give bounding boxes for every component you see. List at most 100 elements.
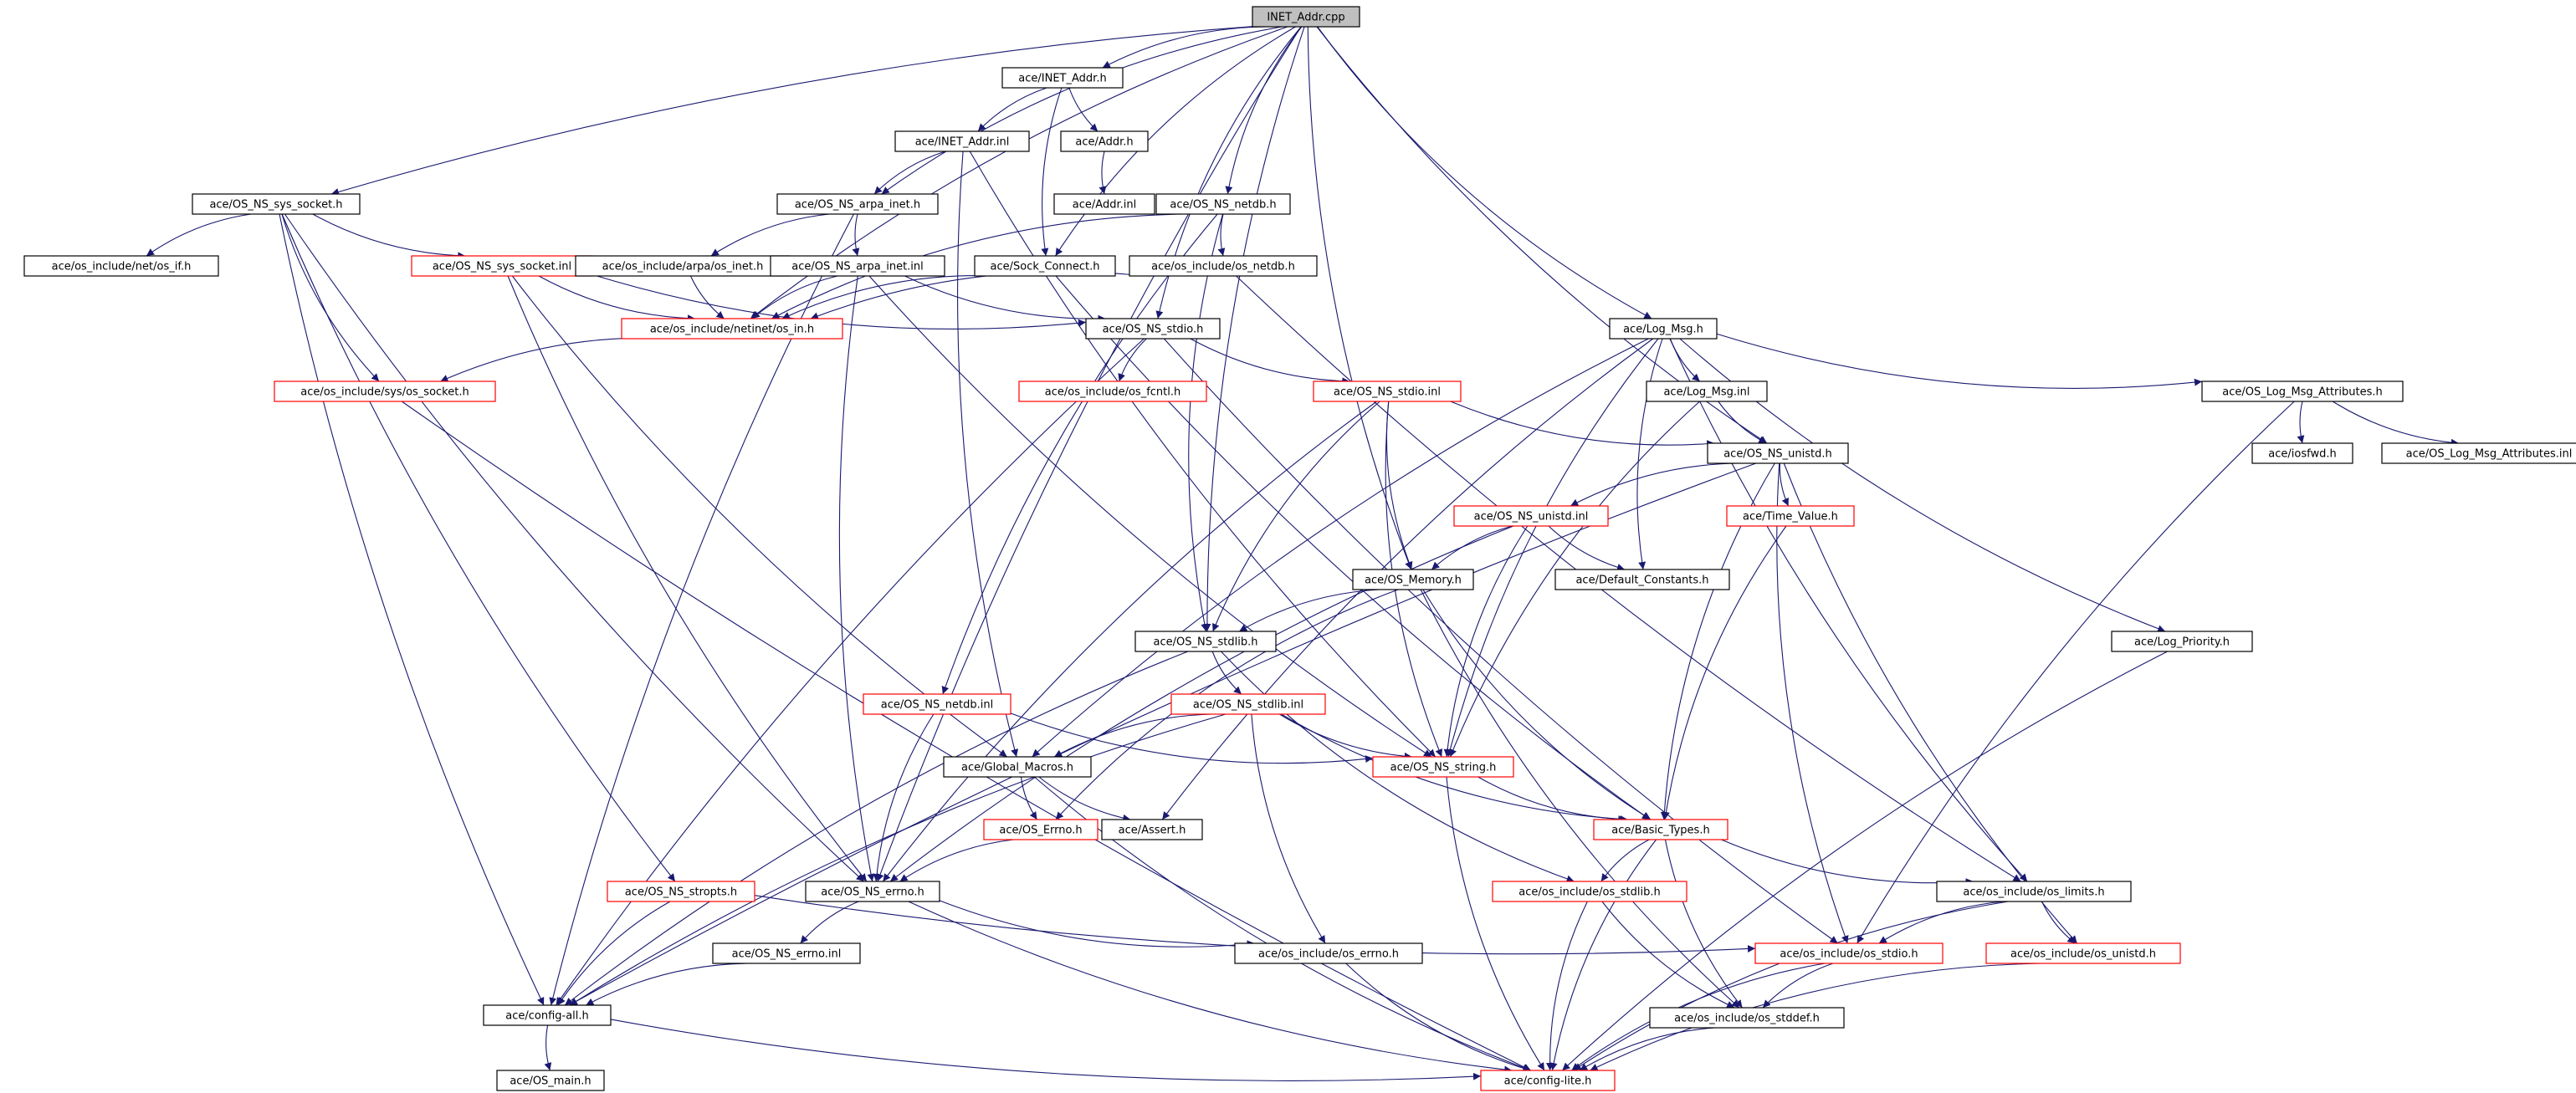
node-label: ace/OS_NS_netdb.h: [1170, 199, 1276, 212]
edge-n16-to-n28: [1636, 338, 1663, 570]
node-box: [496, 1070, 605, 1091]
node-box: [1609, 318, 1718, 340]
edge-n0-to-n29: [1203, 26, 1305, 632]
node-label: ace/OS_Errno.h: [999, 825, 1082, 837]
node-ace-time-value-h[interactable]: ace/Time_Value.h: [1726, 505, 1855, 527]
node-ace-os-include-os-limits-h[interactable]: ace/os_include/os_limits.h: [1936, 881, 2132, 902]
node-ace-os-include-sys-os-socket-h[interactable]: ace/os_include/sys/os_socket.h: [274, 381, 496, 402]
node-ace-os-ns-arpa-inet-h[interactable]: ace/OS_NS_arpa_inet.h: [776, 193, 939, 215]
edge-n25-to-n28: [1548, 525, 1626, 571]
node-ace-os-ns-netdb-h[interactable]: ace/OS_NS_netdb.h: [1155, 193, 1291, 215]
node-label: ace/Global_Macros.h: [961, 762, 1073, 774]
node-ace-os-ns-stropts-h[interactable]: ace/OS_NS_stropts.h: [607, 881, 755, 902]
edge-n15-to-n44: [1163, 338, 1838, 944]
edge-n42-to-n46: [586, 963, 748, 1006]
node-ace-os-ns-errno-h[interactable]: ace/OS_NS_errno.h: [805, 881, 940, 902]
edge-n37-to-n47: [1664, 839, 1743, 1009]
node-box: [2111, 631, 2253, 652]
node-ace-config-lite-h[interactable]: ace/config-lite.h: [1480, 1070, 1616, 1091]
node-ace-config-all-h[interactable]: ace/config-all.h: [483, 1004, 612, 1026]
node-ace-addr-inl[interactable]: ace/Addr.inl: [1053, 193, 1155, 215]
node-ace-os-ns-unistd-h[interactable]: ace/OS_NS_unistd.h: [1707, 442, 1849, 464]
node-ace-log-priority-h[interactable]: ace/Log_Priority.h: [2111, 631, 2253, 652]
node-inet-addr-cpp[interactable]: INET_Addr.cpp: [1252, 6, 1360, 28]
node-ace-os-ns-string-h[interactable]: ace/OS_NS_string.h: [1372, 756, 1514, 778]
node-box: [1085, 318, 1221, 340]
node-label: ace/os_include/net/os_if.h: [52, 261, 192, 273]
edge-n39-to-n42: [800, 901, 859, 944]
node-ace-os-include-os-netdb-h[interactable]: ace/os_include/os_netdb.h: [1129, 255, 1318, 277]
node-ace-os-errno-h[interactable]: ace/OS_Errno.h: [983, 819, 1099, 840]
node-box: [1593, 819, 1728, 840]
edge-n30-to-n49: [1561, 651, 2168, 1071]
node-label: ace/Addr.h: [1075, 136, 1133, 149]
node-ace-os-include-os-fcntl-h[interactable]: ace/os_include/os_fcntl.h: [1018, 381, 1207, 402]
node-box: [411, 255, 593, 277]
node-box: [770, 255, 945, 277]
node-box: [1053, 193, 1155, 215]
node-box: [974, 255, 1116, 277]
node-ace-os-ns-stdio-inl[interactable]: ace/OS_NS_stdio.inl: [1313, 381, 1462, 402]
node-ace-global-macros-h[interactable]: ace/Global_Macros.h: [943, 756, 1092, 778]
edge-n22-to-n45: [1783, 462, 2078, 944]
node-ace-os-ns-stdlib-h[interactable]: ace/OS_NS_stdlib.h: [1134, 631, 1277, 652]
node-ace-default-constants-h[interactable]: ace/Default_Constants.h: [1554, 569, 1730, 590]
node-ace-os-ns-sys-socket-inl[interactable]: ace/OS_NS_sys_socket.inl: [411, 255, 593, 277]
node-ace-sock-connect-h[interactable]: ace/Sock_Connect.h: [974, 255, 1116, 277]
node-ace-os-ns-errno-inl[interactable]: ace/OS_NS_errno.inl: [712, 942, 861, 964]
node-label: ace/OS_main.h: [510, 1075, 591, 1088]
node-ace-os-ns-stdlib-inl[interactable]: ace/OS_NS_stdlib.inl: [1170, 693, 1326, 715]
node-label: ace/OS_NS_stdlib.inl: [1193, 699, 1303, 712]
node-box: [1134, 631, 1277, 652]
node-ace-os-include-os-errno-h[interactable]: ace/os_include/os_errno.h: [1234, 942, 1423, 964]
node-ace-os-include-os-unistd-h[interactable]: ace/os_include/os_unistd.h: [1985, 942, 2181, 964]
node-box: [2251, 442, 2353, 464]
node-ace-os-include-os-stdio-h[interactable]: ace/os_include/os_stdio.h: [1754, 942, 1944, 964]
edge-n12-to-n37: [1055, 275, 1651, 820]
node-label: ace/Sock_Connect.h: [991, 261, 1100, 273]
edge-n37-to-n41: [1721, 839, 1974, 886]
node-ace-inet-addr-h[interactable]: ace/INET_Addr.h: [1001, 67, 1124, 89]
node-ace-os-ns-netdb-inl[interactable]: ace/OS_NS_netdb.inl: [863, 693, 1011, 715]
edge-n0-to-n1: [1102, 26, 1267, 69]
node-box: [607, 881, 755, 902]
node-ace-addr-h[interactable]: ace/Addr.h: [1060, 130, 1149, 152]
node-ace-os-include-netinet-os-in-h[interactable]: ace/os_include/netinet/os_in.h: [621, 318, 843, 340]
edge-n39-to-n49: [908, 901, 1513, 1074]
node-ace-basic-types-h[interactable]: ace/Basic_Types.h: [1593, 819, 1728, 840]
edge-n16-to-n33: [1032, 338, 1649, 758]
node-ace-os-include-os-stdlib-h[interactable]: ace/os_include/os_stdlib.h: [1492, 881, 1687, 902]
edge-n37-to-n40: [1600, 839, 1650, 882]
node-ace-os-log-msg-attributes-h[interactable]: ace/OS_Log_Msg_Attributes.h: [2201, 381, 2404, 402]
node-label: ace/os_include/os_stdlib.h: [1518, 886, 1660, 899]
edge-n29-to-n40: [1221, 651, 1575, 883]
node-label: ace/iosfwd.h: [2268, 448, 2336, 461]
node-ace-os-include-arpa-os-inet-h[interactable]: ace/os_include/arpa/os_inet.h: [575, 255, 791, 277]
edge-n16-to-n21: [1716, 333, 2203, 389]
node-ace-os-ns-sys-socket-h[interactable]: ace/OS_NS_sys_socket.h: [192, 193, 361, 215]
node-ace-os-ns-stdio-h[interactable]: ace/OS_NS_stdio.h: [1085, 318, 1221, 340]
node-ace-os-include-os-stddef-h[interactable]: ace/os_include/os_stddef.h: [1649, 1007, 1845, 1029]
node-label: ace/OS_NS_arpa_inet.h: [795, 199, 920, 212]
node-label: ace/OS_NS_stdlib.h: [1154, 636, 1258, 649]
node-ace-log-msg-h[interactable]: ace/Log_Msg.h: [1609, 318, 1718, 340]
node-ace-os-memory-h[interactable]: ace/OS_Memory.h: [1352, 569, 1474, 590]
edge-n22-to-n44: [1776, 462, 1849, 944]
node-ace-log-msg-inl[interactable]: ace/Log_Msg.inl: [1646, 381, 1768, 402]
node-ace-os-main-h[interactable]: ace/OS_main.h: [496, 1070, 605, 1091]
edge-n21-to-n23: [2297, 401, 2305, 444]
edge-n7-to-n14: [771, 213, 1184, 319]
edge-n2-to-n34: [969, 151, 1437, 758]
node-ace-os-include-net-os-if-h[interactable]: ace/os_include/net/os_if.h: [23, 255, 219, 277]
node-label: ace/os_include/os_limits.h: [1963, 886, 2104, 899]
node-box: [1726, 505, 1855, 527]
node-box: [1129, 255, 1318, 277]
node-box: [575, 255, 791, 277]
node-ace-inet-addr-inl[interactable]: ace/INET_Addr.inl: [894, 130, 1030, 152]
node-ace-os-log-msg-attributes-inl[interactable]: ace/OS_Log_Msg_Attributes.inl: [2381, 442, 2576, 464]
node-label: ace/OS_NS_netdb.inl: [881, 699, 993, 712]
node-ace-assert-h[interactable]: ace/Assert.h: [1101, 819, 1203, 840]
node-ace-os-ns-arpa-inet-inl[interactable]: ace/OS_NS_arpa_inet.inl: [770, 255, 945, 277]
node-ace-os-ns-unistd-inl[interactable]: ace/OS_NS_unistd.inl: [1453, 505, 1609, 527]
node-ace-iosfwd-h[interactable]: ace/iosfwd.h: [2251, 442, 2353, 464]
